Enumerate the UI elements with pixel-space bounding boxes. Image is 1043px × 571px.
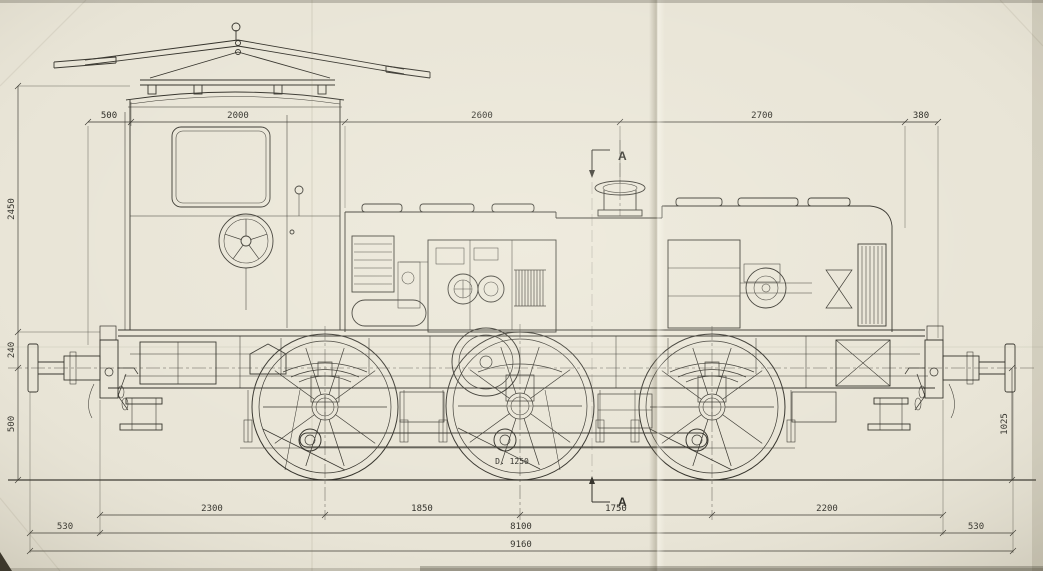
right-edge-shading (1032, 0, 1043, 571)
bottom-right-edge (420, 566, 1043, 571)
corner-crease-bottomleft (0, 497, 61, 571)
top-edge-shadow (0, 0, 1043, 3)
fold-crease-main (649, 0, 665, 571)
corner-crease-topleft (0, 0, 87, 87)
bottom-left-dark-corner (0, 552, 12, 571)
bottom-edge-shadow (0, 568, 1043, 571)
corner-crease-topright (999, 0, 1043, 47)
